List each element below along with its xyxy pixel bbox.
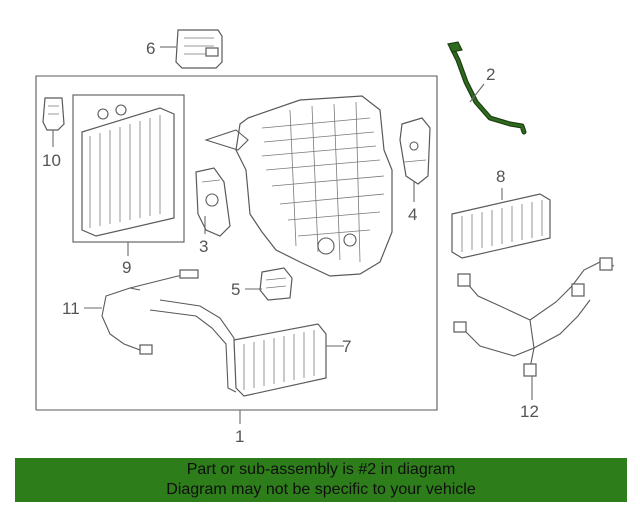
assembly-frame: [35, 75, 438, 411]
callout-leaders: [52, 46, 533, 424]
callout-7: 7: [342, 337, 351, 356]
part-11-sensor-wire[interactable]: [101, 269, 199, 355]
callout-6: 6: [146, 39, 155, 58]
part-6-module[interactable]: [175, 29, 223, 69]
callout-10: 10: [42, 151, 61, 170]
part-5-motor[interactable]: [259, 267, 293, 301]
callout-12: 12: [520, 402, 539, 421]
callout-4: 4: [408, 205, 417, 224]
callout-2: 2: [486, 65, 495, 84]
part-2-drain-tube[interactable]: [449, 45, 527, 135]
callout-9: 9: [122, 258, 131, 277]
info-banner: Part or sub-assembly is #2 in diagram Di…: [15, 458, 627, 502]
callout-11: 11: [62, 299, 80, 318]
hvac-housing[interactable]: [204, 95, 393, 277]
callout-labels: 6 2 10 8 4 3 9 5 11 7 12 1: [42, 39, 539, 446]
callout-5: 5: [231, 280, 240, 299]
exploded-parts-diagram: 6 2 10 8 4 3 9 5 11 7 12 1: [35, 29, 615, 446]
banner-line-1: Part or sub-assembly is #2 in diagram: [186, 461, 456, 478]
callout-8: 8: [496, 167, 505, 186]
part-2-tube-cap: [447, 41, 463, 53]
part-4-actuator[interactable]: [399, 117, 431, 185]
part-2-drain-tube-highlight: [450, 46, 526, 134]
part-10-sensor[interactable]: [42, 97, 65, 131]
part-9-evaporator[interactable]: [81, 104, 175, 237]
callout-1: 1: [235, 427, 244, 446]
part-12-wiring-harness[interactable]: [453, 257, 615, 377]
banner-line-2: Diagram may not be specific to your vehi…: [166, 481, 476, 498]
callout-3: 3: [199, 237, 208, 256]
part-3-actuator[interactable]: [195, 167, 231, 237]
part-7-heater-core[interactable]: [149, 299, 327, 397]
part-8-filter[interactable]: [451, 193, 551, 259]
